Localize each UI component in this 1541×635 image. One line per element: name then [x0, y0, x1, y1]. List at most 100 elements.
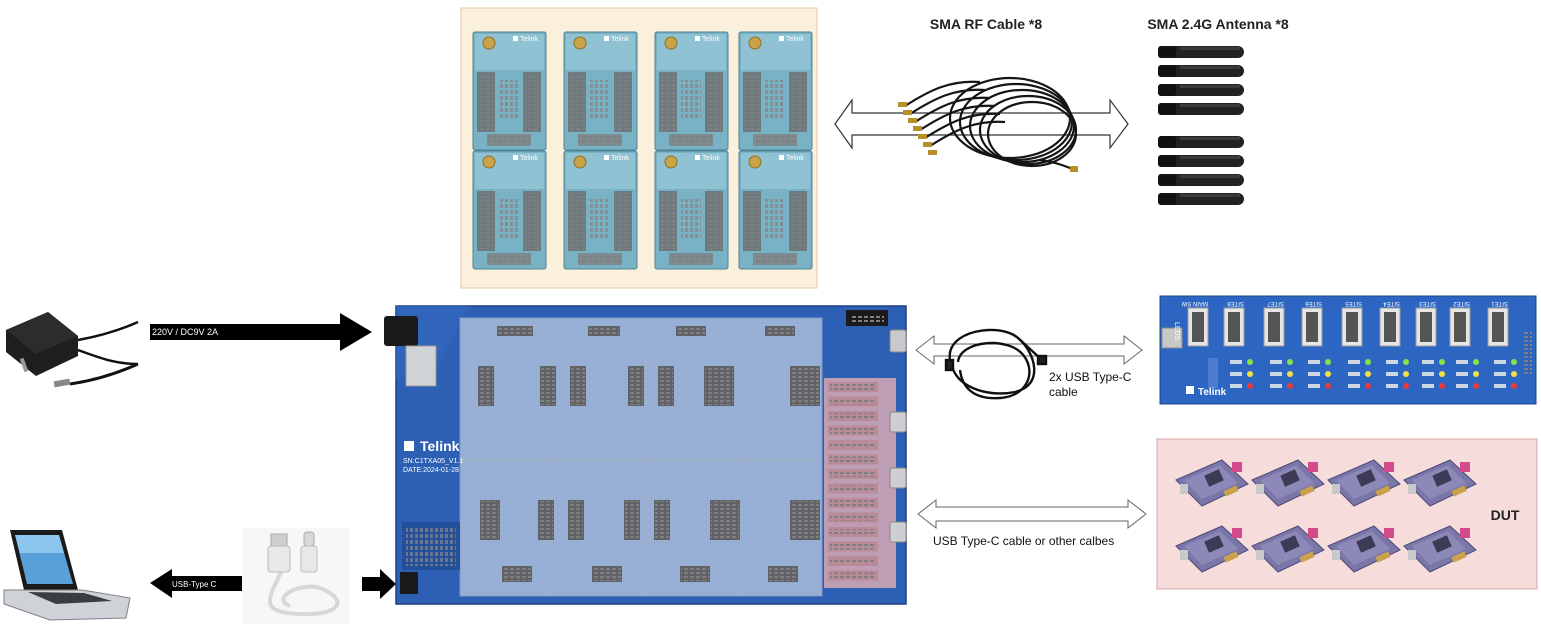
power-label: 220V / DC9V 2A: [152, 327, 218, 337]
pin-header: [540, 366, 556, 406]
usbc-cable-label-1: 2x USB Type-C: [1049, 370, 1132, 384]
dut-board: [1403, 525, 1477, 573]
pin-header: [624, 500, 640, 540]
site-label: SITE7: [1267, 300, 1284, 306]
site-label: SITE5: [1345, 300, 1362, 306]
strip-usb-port: [889, 467, 907, 489]
site-label: SITE2: [1453, 300, 1470, 306]
button-board-site: SITE5: [1341, 300, 1371, 389]
rf-board-brand: Telink: [786, 36, 804, 43]
rf-board: Telink: [654, 150, 729, 270]
usb-to-laptop-arrow: [150, 569, 242, 598]
rf-board-brand: Telink: [702, 36, 720, 43]
dut-double-arrow: [917, 498, 1147, 530]
button-board-site: SITE6: [1301, 300, 1331, 389]
site-label: MAIN SW: [1181, 300, 1208, 306]
strip-slot: [828, 556, 878, 566]
laptop-icon: [3, 530, 131, 621]
pin-header: [480, 500, 500, 540]
button-board-site: SITE8: [1223, 300, 1253, 389]
pin-header: [790, 366, 820, 406]
button-board-sites: MAIN SW SITE8 SITE7 SITE6 SITE5 SITE4 SITE3 SIT…: [1181, 300, 1517, 389]
pin-header: [765, 326, 795, 336]
usb-to-board-arrow: [362, 569, 396, 599]
site-label: SITE8: [1227, 300, 1244, 306]
strip-slot: [828, 498, 878, 508]
board-date: DATE:2024-01-28: [403, 467, 459, 474]
rf-board: Telink: [472, 150, 547, 270]
dut-label: DUT: [1491, 507, 1520, 523]
button-board-brand: Telink: [1198, 387, 1227, 398]
strip-slot: [828, 382, 878, 392]
pin-header: [790, 500, 820, 540]
rf-board-brand: Telink: [702, 155, 720, 162]
power-adapter-icon: [6, 312, 139, 388]
rf-board: Telink: [654, 31, 729, 151]
sma-antenna: [1158, 65, 1244, 77]
board-strip-slots: [828, 382, 907, 581]
pin-header: [538, 500, 554, 540]
rf-board-brand: Telink: [786, 155, 804, 162]
board-serial: SN:C1TXA05_V1.1: [403, 458, 463, 465]
rf-board: Telink: [563, 150, 638, 270]
pin-header: [568, 500, 584, 540]
pin-header: [680, 566, 710, 582]
strip-slot: [828, 454, 878, 465]
site-label: SITE4: [1383, 300, 1400, 306]
strip-usb-port: [889, 521, 907, 543]
strip-slot: [828, 411, 878, 421]
site-label: SITE1: [1491, 300, 1508, 306]
dut-board-grid: [1175, 459, 1477, 573]
pin-header: [588, 326, 620, 336]
dut-board: [1403, 459, 1477, 507]
dut-board: [1175, 525, 1249, 573]
usbc-cable-loops: [944, 328, 1048, 400]
pin-header: [658, 366, 674, 406]
rf-board: Telink: [738, 150, 813, 270]
site-label: SITE6: [1305, 300, 1322, 306]
button-board-side-label: LEDS: [1173, 322, 1180, 341]
strip-slot: [828, 541, 878, 552]
strip-slot: [828, 483, 878, 494]
sma-connectors: [898, 102, 1078, 172]
rf-board-brand: Telink: [520, 36, 538, 43]
strip-usb-port: [889, 411, 907, 433]
sma-antenna: [1158, 46, 1244, 58]
board-pin-headers: [478, 326, 820, 582]
strip-slot: [828, 527, 878, 537]
strip-slot: [828, 469, 878, 479]
pin-header: [592, 566, 622, 582]
strip-slot: [828, 512, 878, 523]
sma-antennas: [1158, 46, 1244, 205]
sma-antenna: [1158, 103, 1244, 115]
pin-header: [704, 366, 734, 406]
sma-antenna: [1158, 84, 1244, 96]
usbc-cable-label-2: cable: [1049, 385, 1078, 399]
usb-cable-photo: [242, 528, 350, 624]
rf-board-brand: Telink: [611, 155, 629, 162]
dut-board: [1251, 459, 1325, 507]
button-board-site: SITE2: [1449, 300, 1479, 389]
pin-header: [478, 366, 494, 406]
strip-slot: [828, 396, 878, 407]
rf-board-brand: Telink: [520, 155, 538, 162]
dut-board: [1175, 459, 1249, 507]
rf-board: Telink: [738, 31, 813, 151]
pin-header: [768, 566, 798, 582]
pin-header: [497, 326, 533, 336]
sma-antenna: [1158, 155, 1244, 167]
antenna-label: SMA 2.4G Antenna *8: [1147, 16, 1289, 32]
strip-slot: [828, 425, 878, 436]
rf-cable-label: SMA RF Cable *8: [930, 16, 1042, 32]
pin-header: [654, 500, 670, 540]
sma-rf-cable-bundle: [904, 76, 1078, 172]
board-brand: Telink: [420, 438, 460, 454]
pin-header: [502, 566, 532, 582]
sma-antenna: [1158, 193, 1244, 205]
button-board-site: SITE3: [1415, 300, 1445, 389]
rf-board-brand: Telink: [611, 36, 629, 43]
pin-header: [570, 366, 586, 406]
dut-panel: DUT: [1156, 438, 1538, 590]
